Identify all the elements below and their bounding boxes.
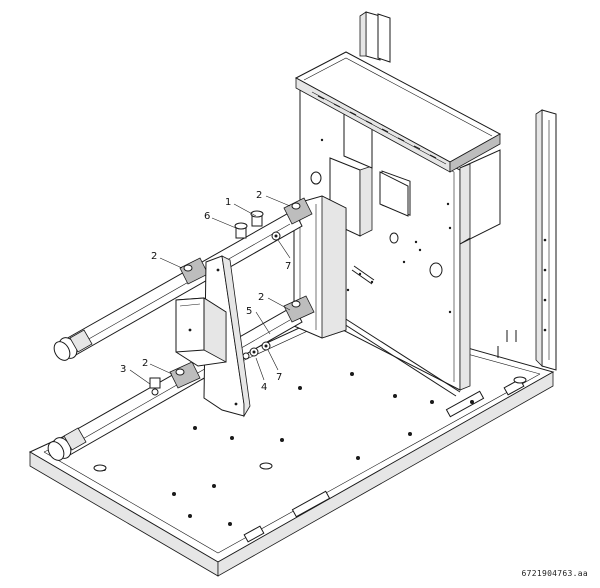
callout-2-middle: 2: [258, 292, 264, 303]
document-number: 6721904763.aa: [521, 569, 588, 578]
callout-4: 4: [261, 382, 267, 393]
callout-5: 5: [246, 306, 252, 317]
callout-labels: 1 2 6 2 7 2 5 3 2 4 7: [120, 190, 291, 393]
leader-lines: [129, 195, 291, 385]
callout-1: 1: [225, 197, 231, 208]
callout-2-top: 2: [256, 190, 262, 201]
callout-2-lower: 2: [142, 358, 148, 369]
callout-2-upper-left: 2: [151, 251, 157, 262]
upper-pipe: [53, 197, 313, 361]
callout-7-upper: 7: [285, 261, 291, 272]
base-frame: [28, 310, 555, 577]
top-channel: [294, 51, 502, 245]
callout-7-lower: 7: [276, 372, 282, 383]
control-box: [175, 297, 227, 367]
callout-3: 3: [120, 364, 126, 375]
top-upright-post: [359, 11, 391, 63]
right-upright-post: [535, 109, 557, 371]
callout-6: 6: [204, 211, 210, 222]
